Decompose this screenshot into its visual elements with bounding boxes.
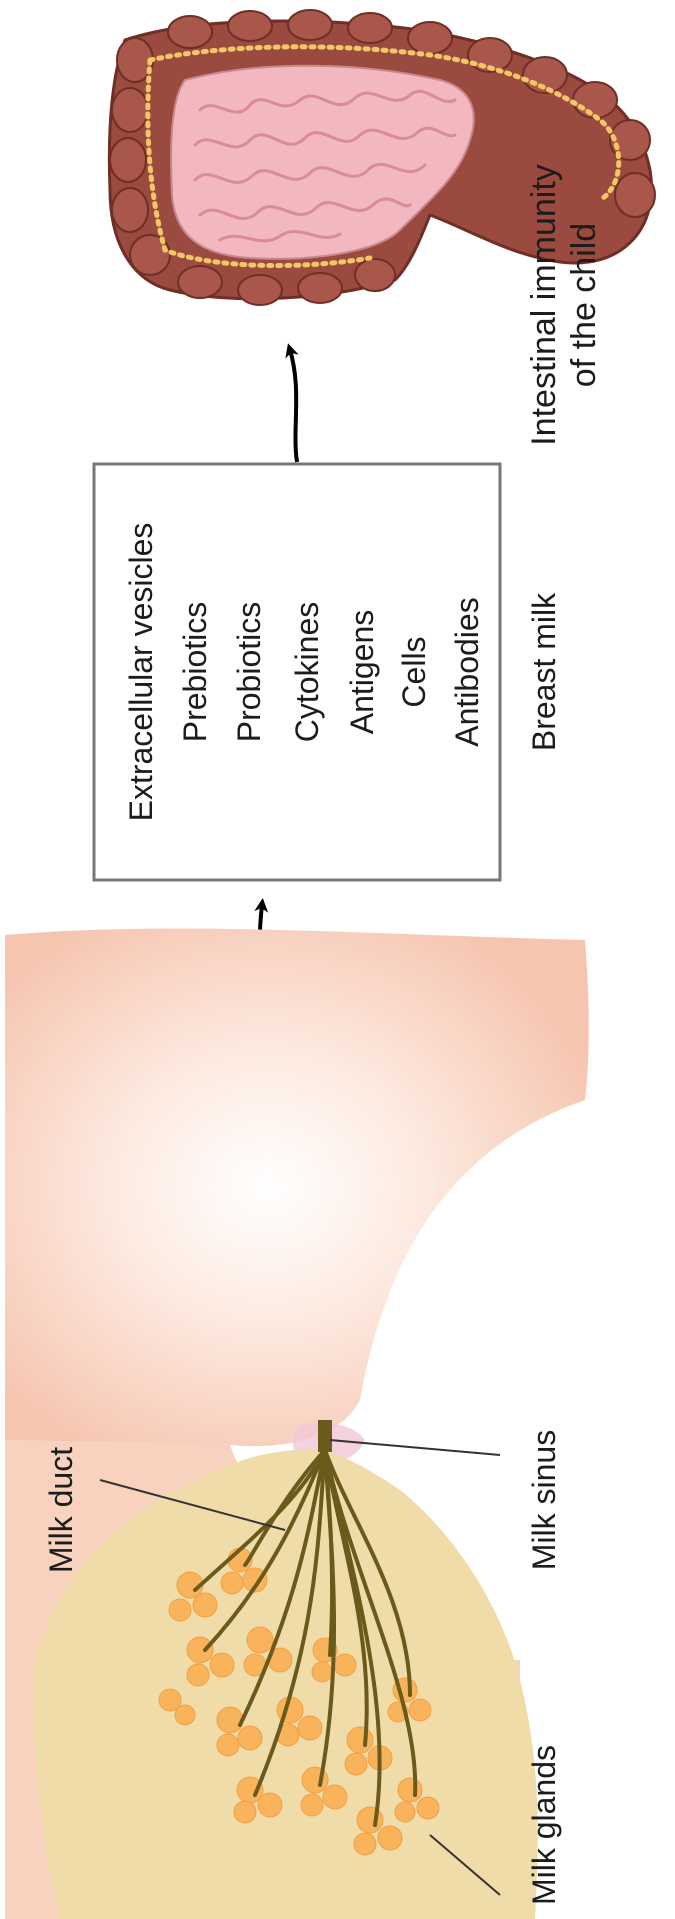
milk-glands-label: Milk glands	[526, 1745, 562, 1905]
component-5-wrap: Antigens	[344, 610, 380, 735]
breast-milk-title: Breast milk	[526, 592, 562, 751]
milk-duct-label-wrap: Milk duct	[43, 1447, 79, 1573]
milk-glands-label-wrap: Milk glands	[526, 1745, 562, 1905]
milk-sinus-label: Milk sinus	[526, 1430, 562, 1570]
breast-milk-title-wrap: Breast milk	[526, 592, 562, 751]
intestinal-immunity-line2: of the child	[565, 223, 603, 387]
intestinal-immunity-line1: Intestinal immunity	[525, 164, 563, 446]
component-item: Probiotics	[231, 602, 267, 743]
component-item: Antibodies	[449, 597, 485, 746]
component-4-wrap: Cytokines	[289, 602, 325, 743]
milk-sinus-shape	[318, 1420, 332, 1452]
component-1-wrap: Extracellular vesicles	[123, 523, 159, 822]
component-item: Cells	[396, 636, 432, 707]
milk-duct-label: Milk duct	[43, 1447, 79, 1573]
component-2-wrap: Prebiotics	[177, 602, 213, 743]
component-item: Extracellular vesicles	[123, 523, 159, 822]
component-item: Antigens	[344, 610, 380, 735]
breast-illustration	[5, 929, 589, 1919]
component-3-wrap: Probiotics	[231, 602, 267, 743]
component-6-wrap: Cells	[396, 636, 432, 707]
component-item: Prebiotics	[177, 602, 213, 743]
component-7-wrap: Antibodies	[449, 597, 485, 746]
milk-sinus-label-wrap: Milk sinus	[526, 1430, 562, 1570]
arrow-to-intestine	[290, 350, 297, 462]
component-item: Cytokines	[289, 602, 325, 743]
breast-milk-box: Breast milk Extracellular vesicles Prebi…	[94, 464, 562, 880]
